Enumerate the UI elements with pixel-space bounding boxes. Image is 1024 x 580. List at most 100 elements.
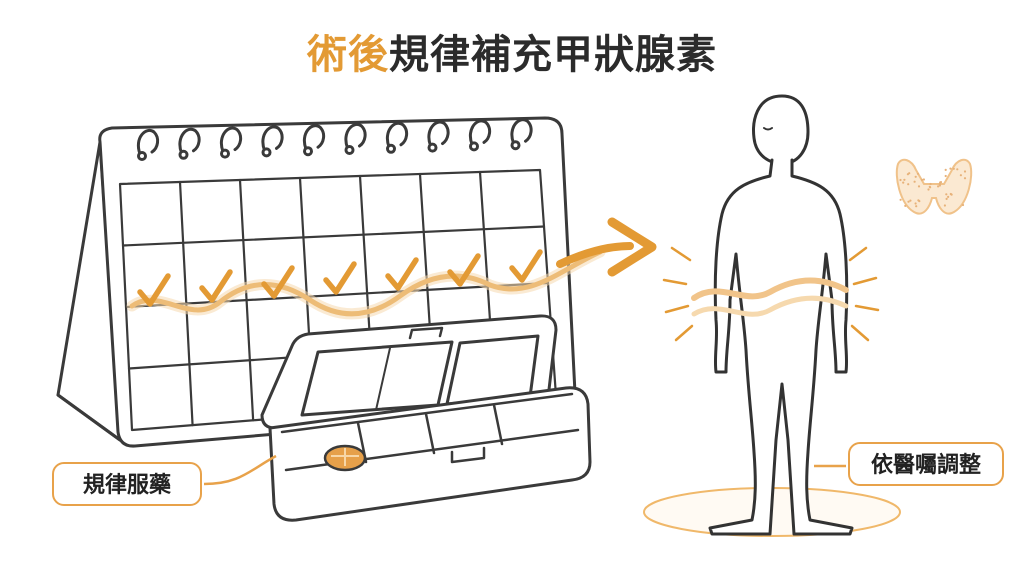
arrow-right-icon xyxy=(556,217,657,277)
ray-right-1 xyxy=(848,246,868,262)
checkmark-icon-2 xyxy=(199,269,233,303)
thyroid-dot-39 xyxy=(956,168,959,171)
calendar-ring-hole-5 xyxy=(303,146,313,157)
arrow-shaft xyxy=(556,242,634,268)
person-eye xyxy=(763,127,773,131)
calendar-ring-7 xyxy=(386,121,409,149)
thyroid-dot-33 xyxy=(938,184,942,187)
thyroid-dot-12 xyxy=(909,199,912,202)
checkmark-icon-1 xyxy=(137,273,171,307)
thyroid-dot-14 xyxy=(915,205,918,208)
continuity-wave-glow xyxy=(126,246,606,320)
thyroid-dot-17 xyxy=(908,172,911,175)
lid-window-divider-1 xyxy=(375,347,391,411)
thyroid-dot-22 xyxy=(929,182,932,186)
thyroid-dot-19 xyxy=(945,193,948,196)
calendar-rings xyxy=(137,118,533,161)
base-clasp xyxy=(450,446,486,464)
thyroid-dot-42 xyxy=(914,175,917,178)
thyroid-dot-3 xyxy=(904,204,907,207)
thyroid-dot-24 xyxy=(949,167,952,170)
checkmark-icon-4 xyxy=(323,261,357,295)
calendar-ring-10 xyxy=(510,118,533,145)
body-wave-upper xyxy=(691,277,849,301)
thyroid-dot-29 xyxy=(913,180,916,183)
thyroid-dot-11 xyxy=(944,174,947,178)
thyroid-dot-25 xyxy=(917,199,920,202)
ray-left-3 xyxy=(664,304,690,314)
thyroid-dot-13 xyxy=(922,178,926,181)
person-head xyxy=(752,94,810,166)
pill-box-icon xyxy=(260,314,592,522)
thyroid-dot-7 xyxy=(937,185,940,188)
calendar-ring-hole-1 xyxy=(137,151,147,161)
calendar-grid-row-1 xyxy=(121,225,546,247)
calendar-ring-hole-2 xyxy=(178,149,189,160)
ray-left-4 xyxy=(674,324,694,342)
thyroid-texture xyxy=(899,167,967,208)
calendar-ring-2 xyxy=(178,127,201,155)
label-regular-medication: 規律服藥 xyxy=(52,462,202,506)
calendar-ring-hole-6 xyxy=(344,145,355,155)
calendar-ring-9 xyxy=(469,119,492,146)
checkmark-icon-6 xyxy=(447,253,481,287)
label-adjust-per-doctor: 依醫囑調整 xyxy=(848,442,1004,486)
thyroid-dot-44 xyxy=(899,198,902,201)
calendar-ring-5 xyxy=(303,124,326,151)
calendar-ring-hole-3 xyxy=(220,148,230,159)
thyroid-dot-20 xyxy=(963,177,967,180)
calendar-ring-hole-10 xyxy=(510,140,521,151)
calendar-stand-edge xyxy=(56,393,122,442)
checkmark-icon-7 xyxy=(509,249,543,283)
calendar-ring-hole-9 xyxy=(469,141,479,152)
checkmark-row xyxy=(137,249,543,307)
thyroid-dot-9 xyxy=(963,170,967,173)
thyroid-dot-10 xyxy=(927,188,930,191)
compartment-divider-2 xyxy=(424,412,436,455)
thyroid-dot-30 xyxy=(945,197,948,200)
calendar-ring-1 xyxy=(137,129,160,156)
calendar-ring-hole-8 xyxy=(427,142,438,153)
ray-left-2 xyxy=(662,278,688,286)
thyroid-icon xyxy=(895,158,973,215)
thyroid-dot-37 xyxy=(943,204,947,207)
calendar-ring-6 xyxy=(344,123,367,150)
thyroid-dot-35 xyxy=(959,174,963,177)
energy-rays xyxy=(662,246,880,342)
page-title: 術後規律補充甲狀腺素 xyxy=(0,22,1024,80)
thyroid-dot-43 xyxy=(952,167,955,170)
person-silhouette-icon xyxy=(643,94,901,537)
calendar-ring-hole-7 xyxy=(386,143,396,154)
calendar-ring-8 xyxy=(427,120,450,148)
base-rim xyxy=(280,392,574,434)
ray-left-1 xyxy=(670,246,692,262)
thyroid-dot-41 xyxy=(903,178,906,181)
person-body xyxy=(708,158,854,536)
checkmark-icon-5 xyxy=(385,257,419,291)
thyroid-dot-31 xyxy=(899,178,902,182)
lid-window-1 xyxy=(300,340,454,417)
thyroid-dot-40 xyxy=(917,185,921,188)
thyroid-dot-15 xyxy=(939,181,943,184)
calendar-grid-row-2 xyxy=(124,281,550,309)
ray-right-4 xyxy=(850,324,870,342)
calendar-ring-3 xyxy=(220,126,243,154)
thyroid-dot-27 xyxy=(949,192,952,196)
calendar-ring-4 xyxy=(261,125,284,152)
thyroid-dot-26 xyxy=(961,203,965,207)
ray-right-2 xyxy=(852,276,878,286)
thyroid-dot-6 xyxy=(944,168,947,171)
pill-score xyxy=(331,448,359,466)
thyroid-dot-36 xyxy=(947,195,950,198)
thyroid-dot-8 xyxy=(907,183,910,186)
title-rest: 規律補充甲狀腺素 xyxy=(389,32,717,78)
thyroid-dot-34 xyxy=(907,200,910,203)
body-wave-lower xyxy=(691,295,849,317)
arrow-head xyxy=(607,217,657,277)
medicine-leader-line xyxy=(203,454,277,486)
ray-right-3 xyxy=(854,304,880,312)
title-accent: 術後 xyxy=(307,32,389,78)
calendar-ring-hole-4 xyxy=(261,147,272,158)
thyroid-dot-28 xyxy=(920,178,924,181)
